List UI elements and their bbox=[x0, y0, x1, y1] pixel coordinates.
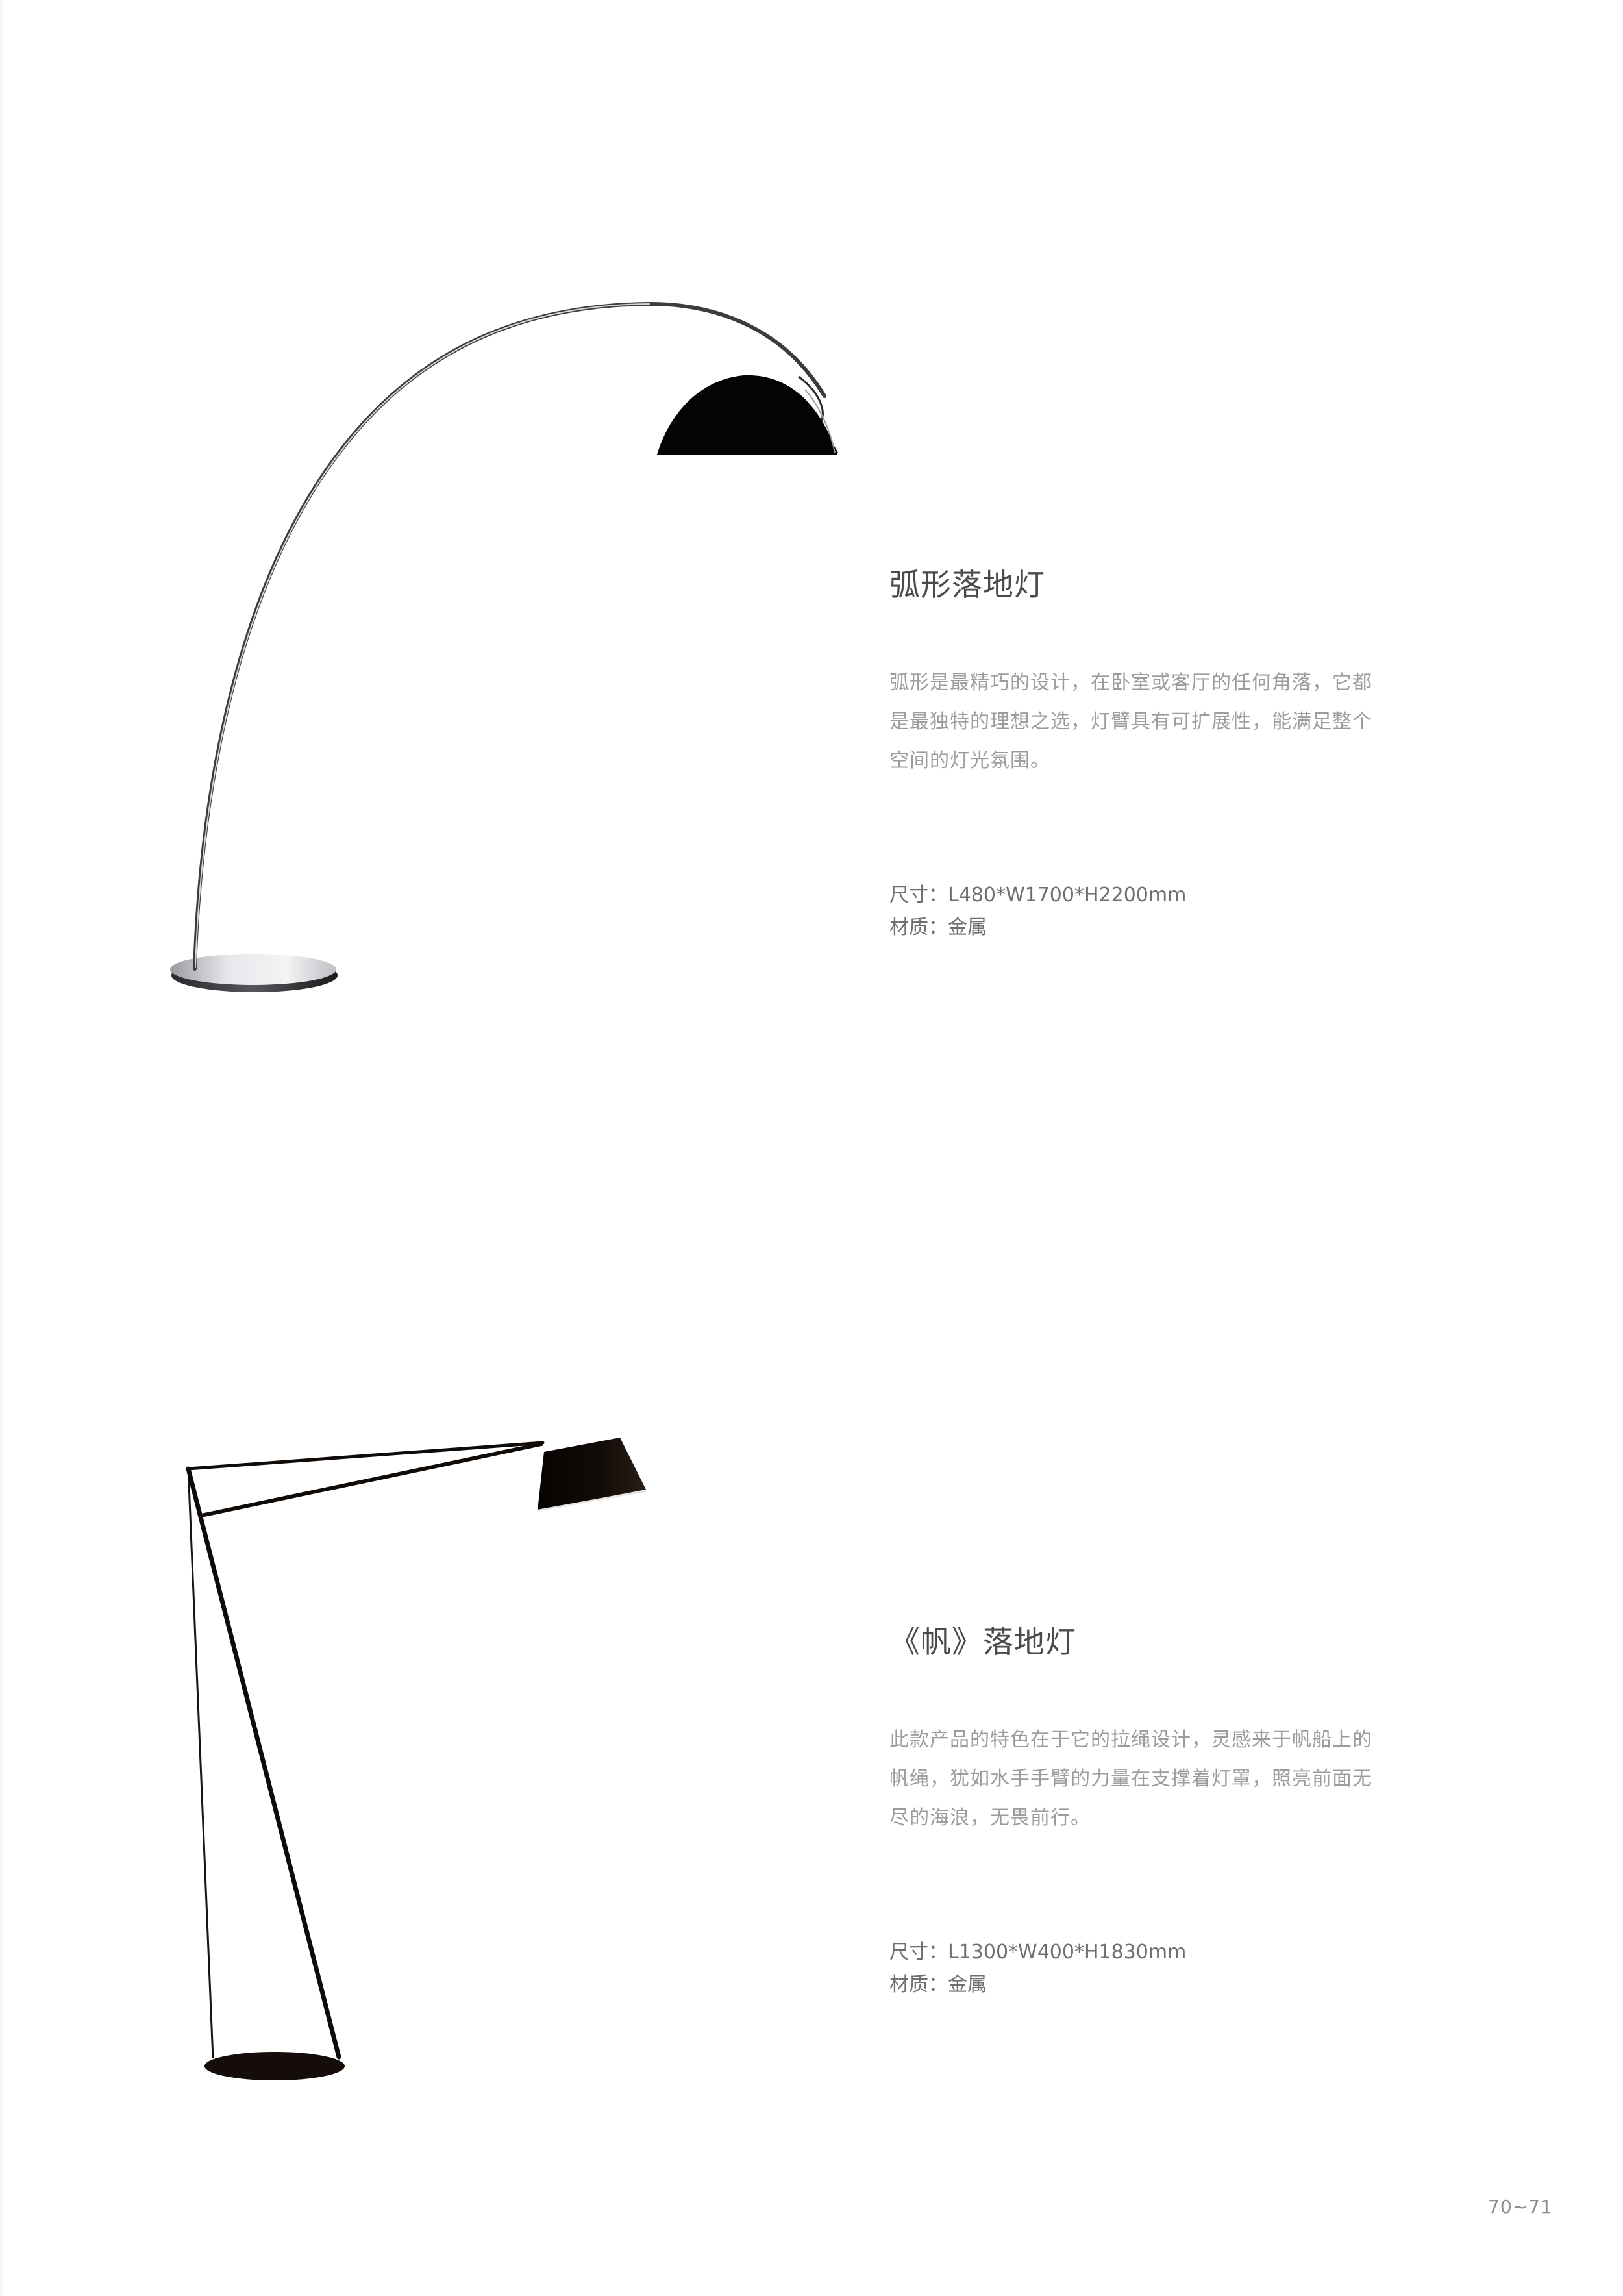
product-arc-floor-lamp: 弧形落地灯 弧形是最精巧的设计，在卧室或客厅的任何角落，它都 是最独特的理想之选… bbox=[889, 566, 1409, 944]
spec-material-label: 材质： bbox=[889, 916, 948, 939]
arc-lamp-base bbox=[170, 954, 338, 992]
spec-size-label: 尺寸： bbox=[889, 884, 948, 906]
product-title: 《帆》落地灯 bbox=[889, 1625, 1076, 1660]
spec-size: 尺寸：L480*W1700*H2200mm bbox=[889, 879, 1409, 912]
sail-lamp-shade bbox=[538, 1438, 646, 1510]
spec-material: 材质：金属 bbox=[889, 1969, 1409, 2001]
description-line: 帆绳，犹如水手手臂的力量在支撑着灯罩，照亮前面无 bbox=[889, 1767, 1372, 1790]
spec-material-label: 材质： bbox=[889, 1973, 948, 1996]
spec-size: 尺寸：L1300*W400*H1830mm bbox=[889, 1936, 1409, 1969]
product-specs: 尺寸：L1300*W400*H1830mm 材质：金属 bbox=[889, 1936, 1409, 2001]
description-line: 是最独特的理想之选，灯臂具有可扩展性，能满足整个 bbox=[889, 710, 1372, 733]
description-line: 弧形是最精巧的设计，在卧室或客厅的任何角落，它都 bbox=[889, 671, 1372, 694]
sail-lamp-rope bbox=[187, 1468, 214, 2059]
spec-size-value: L1300*W400*H1830mm bbox=[948, 1941, 1187, 1964]
spec-size-value: L480*W1700*H2200mm bbox=[948, 884, 1187, 906]
product-description: 弧形是最精巧的设计，在卧室或客厅的任何角落，它都 是最独特的理想之选，灯臂具有可… bbox=[889, 664, 1396, 780]
arc-lamp-shade bbox=[657, 375, 837, 455]
page-number: 70~71 bbox=[1488, 2196, 1553, 2217]
sail-lamp-upper-arm bbox=[186, 1441, 545, 1471]
spec-material-value: 金属 bbox=[948, 1973, 987, 1996]
sail-lamp-base bbox=[204, 2052, 345, 2080]
product-description: 此款产品的特色在于它的拉绳设计，灵感来于帆船上的 帆绳，犹如水手手臂的力量在支撑… bbox=[889, 1721, 1396, 1838]
arc-floor-lamp bbox=[170, 301, 839, 992]
sail-floor-lamp bbox=[186, 1438, 647, 2080]
sail-lamp-pole bbox=[186, 1466, 341, 2060]
product-sail-floor-lamp: 《帆》落地灯 此款产品的特色在于它的拉绳设计，灵感来于帆船上的 帆绳，犹如水手手… bbox=[889, 1623, 1409, 2001]
description-line: 空间的灯光氛围。 bbox=[889, 749, 1050, 772]
product-specs: 尺寸：L480*W1700*H2200mm 材质：金属 bbox=[889, 879, 1409, 944]
description-line: 此款产品的特色在于它的拉绳设计，灵感来于帆船上的 bbox=[889, 1728, 1372, 1751]
spec-size-label: 尺寸： bbox=[889, 1941, 948, 1964]
product-title: 弧形落地灯 bbox=[889, 568, 1045, 603]
sail-lamp-lower-arm bbox=[199, 1442, 543, 1517]
spec-material: 材质：金属 bbox=[889, 912, 1409, 944]
description-line: 尽的海浪，无畏前行。 bbox=[889, 1806, 1091, 1829]
page-edge-shadow bbox=[0, 0, 4, 2296]
spec-material-value: 金属 bbox=[948, 916, 987, 939]
